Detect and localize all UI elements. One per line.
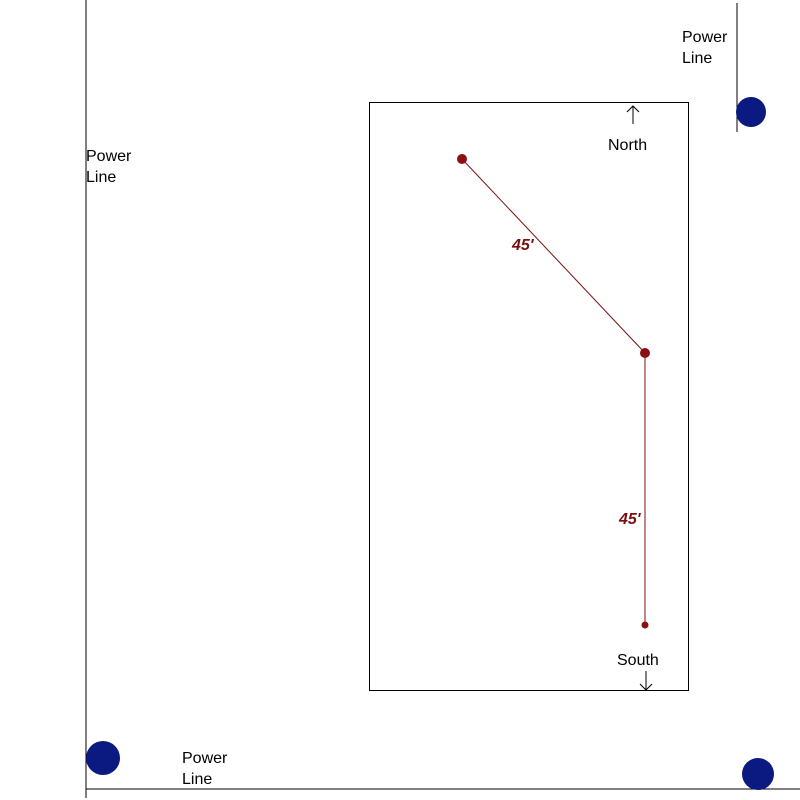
utility-pole-bottom-right xyxy=(742,758,774,790)
power-line-top-right-label: Power Line xyxy=(682,29,728,67)
point-start xyxy=(457,154,467,164)
segment-lower-label: 45' xyxy=(619,511,641,528)
lot-outline xyxy=(369,102,689,691)
south-arrow-icon xyxy=(639,671,653,691)
utility-pole-bottom-left xyxy=(86,741,120,775)
segment-upper xyxy=(461,158,646,354)
segment-upper-label: 45' xyxy=(512,237,534,254)
north-label: North xyxy=(608,137,648,154)
utility-pole-top-right xyxy=(736,97,766,127)
power-line-bottom-label: Power Line xyxy=(182,750,228,788)
power-line-left-label: Power Line xyxy=(86,148,132,186)
south-label: South xyxy=(617,652,659,669)
point-end xyxy=(641,621,649,629)
north-arrow-icon xyxy=(626,105,640,124)
point-middle xyxy=(640,348,650,358)
